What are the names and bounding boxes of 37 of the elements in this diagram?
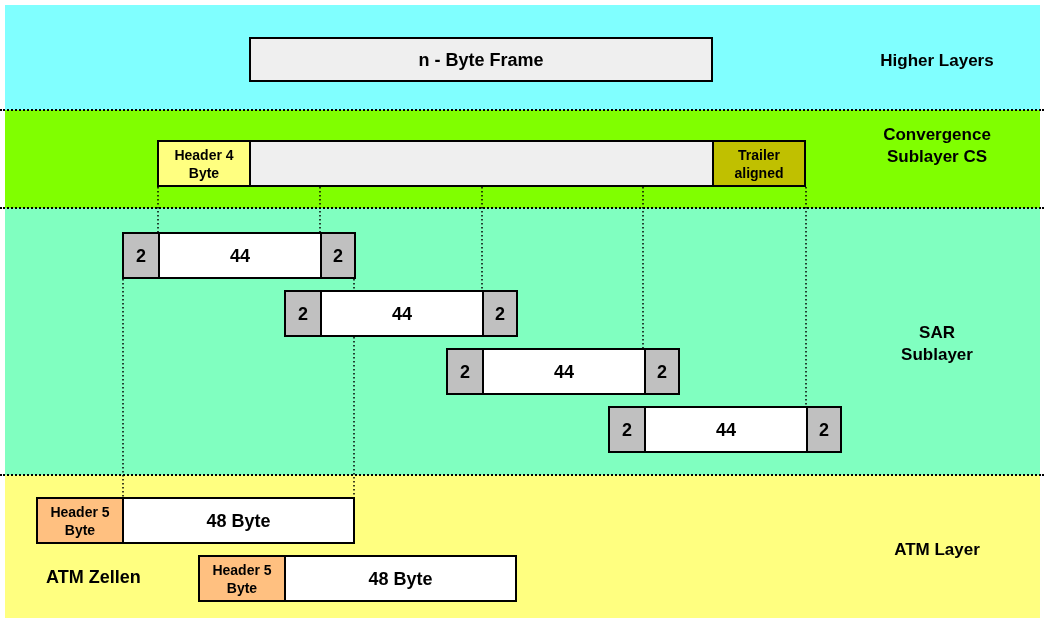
- layer-label: Convergence Sublayer CS: [883, 124, 991, 168]
- payload-field: 2: [482, 290, 518, 337]
- guide-line: [157, 186, 159, 233]
- payload-field: 2: [446, 348, 484, 395]
- payload-field: 2: [320, 232, 356, 279]
- payload-field: 44: [320, 290, 484, 337]
- payload-field: 2: [122, 232, 160, 279]
- header-field: Header 4 Byte: [157, 140, 251, 187]
- guide-line: [642, 186, 644, 349]
- layer-band: [5, 110, 1040, 208]
- header-field: Header 5 Byte: [198, 555, 286, 602]
- layer-label: Higher Layers: [880, 50, 994, 72]
- payload-field: 44: [482, 348, 646, 395]
- layer-band: [5, 475, 1040, 618]
- guide-line: [481, 186, 483, 291]
- payload-field: 2: [284, 290, 322, 337]
- payload-field: 2: [608, 406, 646, 453]
- caption-text: ATM Zellen: [46, 566, 141, 588]
- layer-band: [5, 5, 1040, 110]
- layer-label: SAR Sublayer: [901, 322, 973, 366]
- payload-field: 48 Byte: [122, 497, 355, 544]
- payload-field: 44: [644, 406, 808, 453]
- payload-field: n - Byte Frame: [249, 37, 713, 82]
- guide-line: [319, 186, 321, 233]
- guide-line: [353, 278, 355, 291]
- payload-field: [249, 140, 714, 187]
- payload-field: 48 Byte: [284, 555, 517, 602]
- header-field: Trailer aligned: [712, 140, 806, 187]
- payload-field: 44: [158, 232, 322, 279]
- guide-line: [122, 278, 124, 498]
- guide-line: [805, 186, 807, 407]
- layer-label: ATM Layer: [894, 539, 980, 561]
- payload-field: 2: [644, 348, 680, 395]
- payload-field: 2: [806, 406, 842, 453]
- guide-line: [353, 336, 355, 498]
- layer-band: [5, 208, 1040, 475]
- header-field: Header 5 Byte: [36, 497, 124, 544]
